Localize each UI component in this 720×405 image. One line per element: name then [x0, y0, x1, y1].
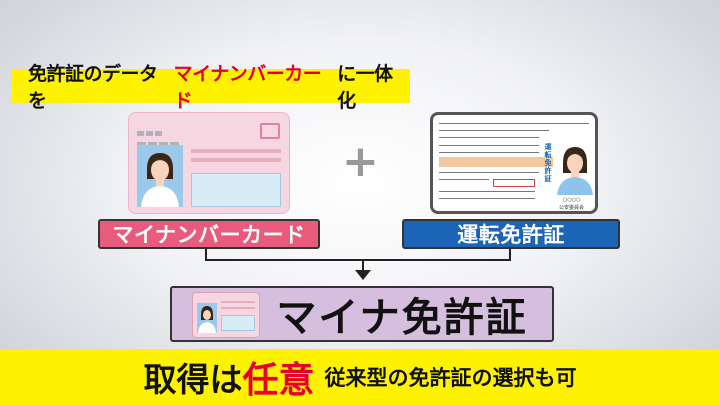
headline-banner: 免許証のデータをマイナンバーカードに一体化: [12, 63, 410, 112]
card-chip-icon: [260, 123, 280, 139]
license-tiny-issuer: 公安委員会: [559, 205, 585, 211]
license-line: [439, 172, 539, 173]
headline-part-2: マイナンバーカード: [173, 63, 322, 112]
card-text-lines: [191, 149, 281, 167]
portrait-icon: [555, 141, 595, 195]
my-number-card-illustration: [128, 112, 290, 214]
card-subheader-marks: [137, 131, 181, 150]
mini-card-line: [221, 307, 255, 309]
drivers-license-illustration: 運転免許証 ○○○○ 公安委員会: [430, 112, 598, 214]
merge-connector: [205, 249, 511, 261]
portrait-icon: [137, 145, 183, 207]
license-number-grid: [493, 179, 535, 187]
bottom-caption-bar: 取得は 任意 従来型の免許証の選択も可: [0, 349, 720, 405]
headline-part-3: に一体化: [337, 63, 393, 112]
license-line: [439, 179, 489, 180]
license-tiny-circles: ○○○○: [563, 197, 581, 203]
card-header-marks: [137, 121, 164, 140]
portrait-icon: [197, 303, 217, 333]
my-number-card-label: マイナンバーカード: [98, 219, 320, 249]
card-info-panel: [191, 173, 281, 207]
arrow-down-icon: [355, 270, 371, 280]
license-line: [439, 191, 535, 192]
caption-acquisition: 取得は: [143, 360, 243, 399]
license-line: [439, 198, 535, 199]
headline-part-1: 免許証のデータを: [28, 63, 158, 112]
license-line: [439, 130, 549, 131]
mini-card-line: [221, 301, 255, 303]
merge-stem: [362, 259, 364, 271]
license-line: [439, 137, 539, 138]
license-validity-band: [439, 157, 553, 167]
mini-card-panel: [221, 315, 255, 331]
license-line: [439, 145, 539, 146]
drivers-license-label: 運転免許証: [402, 219, 620, 249]
caption-optional: 任意: [242, 360, 315, 401]
mynumber-license-box: マイナ免許証: [170, 286, 554, 342]
mynumber-license-title: マイナ免許証: [276, 295, 528, 341]
plus-icon: +: [342, 136, 379, 187]
license-line: [439, 123, 589, 124]
license-vertical-title: 運転免許証: [544, 143, 552, 183]
license-line: [439, 152, 539, 153]
caption-note: 従来型の免許証の選択も可: [324, 366, 577, 390]
mini-card-icon: [192, 292, 260, 338]
